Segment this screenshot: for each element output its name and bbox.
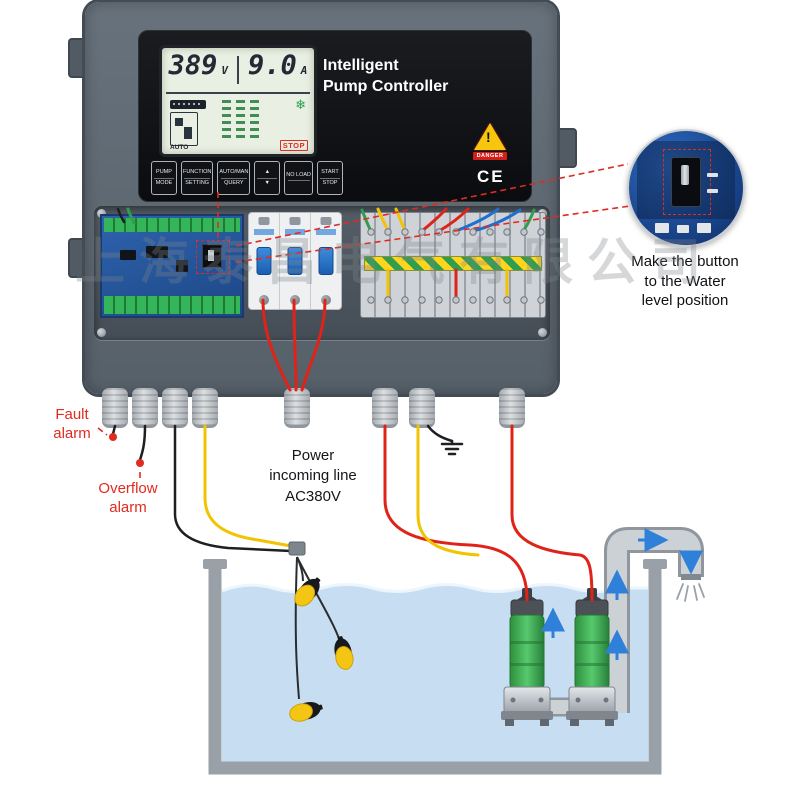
- discharge-pipe: [520, 527, 705, 717]
- water-level-selector-switch[interactable]: [202, 244, 222, 268]
- breaker-toggle[interactable]: [318, 247, 334, 275]
- power-incoming-label: Power incoming line AC380V: [269, 447, 357, 505]
- pcb-chip: [120, 250, 136, 260]
- breaker-toggle[interactable]: [287, 247, 303, 275]
- lcd-mode-tag: [170, 100, 206, 109]
- breaker-pole: [311, 213, 341, 309]
- wiring-compartment: [94, 206, 550, 340]
- inset-label-mark: [707, 189, 718, 193]
- inset-label-mark: [707, 173, 718, 177]
- pump-right: [566, 588, 618, 726]
- switch-detail-inset: [627, 129, 745, 247]
- breaker-pole: [249, 213, 280, 309]
- cable-gland: [132, 388, 158, 428]
- float-switch-3: [289, 701, 323, 722]
- flow-arrows: [541, 528, 703, 660]
- cable-gland: [102, 388, 128, 428]
- fault-alarm-label: Fault alarm: [53, 406, 91, 442]
- cable-gland: [409, 388, 435, 428]
- pump-left: [501, 588, 553, 726]
- cable-bracket: [288, 541, 306, 556]
- inset-connector: [655, 223, 669, 233]
- lcd-stop-label: STOP: [279, 140, 308, 151]
- panel-button-arrows[interactable]: ▲▼: [254, 161, 281, 195]
- warning-triangle-icon: [474, 123, 506, 150]
- breaker-pole: [280, 213, 311, 309]
- mounting-lug: [556, 128, 577, 168]
- cable-gland: [192, 388, 218, 428]
- ce-mark: CE: [477, 167, 505, 186]
- inset-connector: [677, 225, 689, 233]
- danger-warning-icon: DANGER: [473, 123, 507, 160]
- overflow-alarm-terminal: [136, 459, 144, 467]
- ground-busbar: [364, 256, 542, 271]
- switch-lever: [681, 165, 689, 185]
- ground-symbol: [440, 439, 464, 456]
- cable-gland: [284, 388, 310, 428]
- switch-highlight-box: [196, 240, 230, 274]
- cable-gland: [499, 388, 525, 428]
- float-switches: [288, 541, 354, 722]
- screw-icon: [538, 328, 547, 337]
- circuit-breaker[interactable]: [248, 212, 342, 310]
- pcb-chip: [146, 246, 168, 258]
- pcb-chip: [176, 260, 188, 272]
- snowflake-icon: ❄: [295, 97, 306, 112]
- float-switch-1: [294, 577, 321, 607]
- lcd-rule: [166, 92, 310, 94]
- segment-bars: [222, 100, 259, 142]
- cable-gland: [162, 388, 188, 428]
- float-switch-2: [334, 636, 354, 670]
- inset-connector: [697, 223, 711, 233]
- control-pcb: [100, 214, 244, 318]
- water-tank: [203, 559, 667, 775]
- panel-button-no-load[interactable]: NO LOAD: [284, 161, 314, 195]
- lcd-divider: [237, 56, 239, 84]
- screw-icon: [97, 209, 106, 218]
- current-readout: 9.0: [248, 50, 297, 81]
- danger-label: DANGER: [473, 152, 507, 160]
- inset-caption: Make the button to the Water level posit…: [631, 253, 739, 309]
- voltage-readout: 389: [168, 50, 218, 81]
- cable-gland: [372, 388, 398, 428]
- inset-highlight-box: [663, 149, 711, 215]
- fault-alarm-terminal: [109, 433, 117, 441]
- overflow-alarm-label: Overflow alarm: [98, 480, 158, 516]
- lcd-auto-label: AUTO: [170, 144, 189, 151]
- screw-icon: [97, 328, 106, 337]
- breaker-toggle[interactable]: [256, 247, 272, 275]
- pump-schematic-icon: [170, 112, 198, 146]
- product-title: Intelligent Pump Controller: [323, 57, 449, 95]
